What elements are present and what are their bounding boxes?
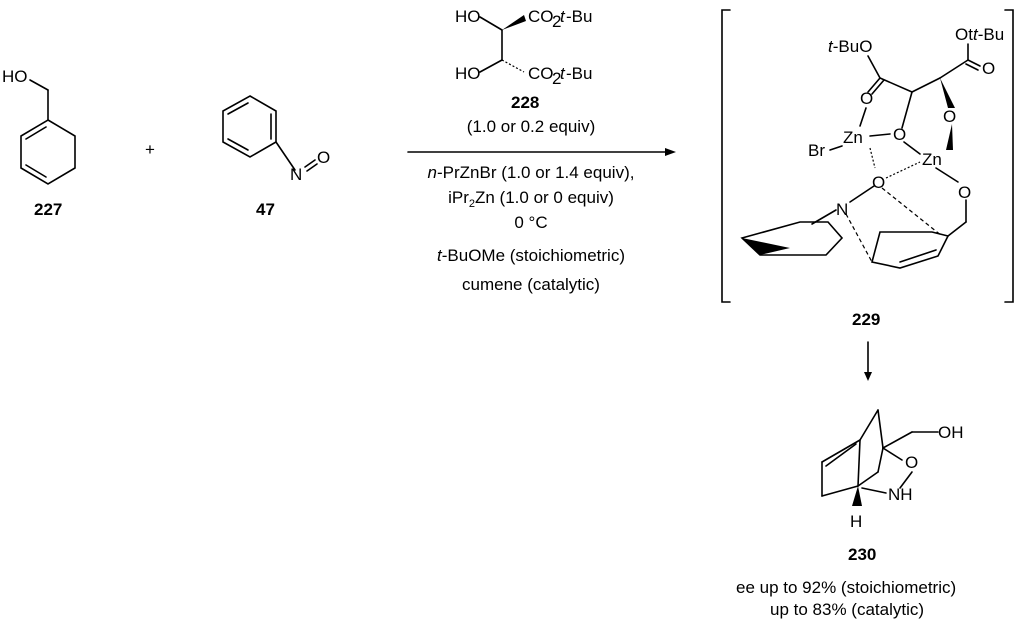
svg-text:H: H: [850, 512, 862, 531]
svg-text:Ott-Bu: Ott-Bu: [955, 25, 1004, 44]
svg-text:t-BuO: t-BuO: [828, 37, 872, 56]
svg-text:2: 2: [552, 69, 561, 88]
compound-47-structure: N O 47: [222, 95, 330, 219]
svg-text:iPr2Zn (1.0 or 0 equiv): iPr2Zn (1.0 or 0 equiv): [448, 188, 614, 210]
plus-sign: +: [145, 140, 155, 159]
hydroxyl-label: HO: [2, 67, 28, 86]
svg-text:t: t: [560, 64, 566, 83]
compound-229-label: 229: [852, 310, 880, 329]
svg-text:O: O: [958, 183, 971, 202]
compound-230-label: 230: [848, 545, 876, 564]
product-oh-label: OH: [938, 423, 964, 442]
svg-text:-Bu: -Bu: [566, 7, 592, 26]
transition-state-229: t-BuO Ott-Bu O O O O Br Zn Zn O N O: [721, 9, 1014, 329]
svg-text:N: N: [836, 200, 848, 219]
compound-227-structure: HO 227: [2, 67, 76, 219]
compound-47-label: 47: [256, 200, 275, 219]
compound-228-label: 228: [511, 93, 539, 112]
svg-text:t-BuOMe (stoichiometric): t-BuOMe (stoichiometric): [437, 246, 625, 265]
svg-text:2: 2: [552, 12, 561, 31]
nitroso-n-label: N: [290, 165, 302, 184]
svg-text:CO: CO: [528, 64, 554, 83]
svg-text:NH: NH: [888, 485, 913, 504]
svg-text:CO: CO: [528, 7, 554, 26]
svg-text:O: O: [943, 107, 956, 126]
ee-stoichiometric-text: ee up to 92% (stoichiometric): [736, 578, 956, 597]
nitroso-o-label: O: [317, 148, 330, 167]
svg-text:n-PrZnBr (1.0 or 1.4 equiv),: n-PrZnBr (1.0 or 1.4 equiv),: [428, 163, 635, 182]
equiv-228-text: (1.0 or 0.2 equiv): [467, 117, 596, 136]
svg-text:O: O: [905, 453, 918, 472]
svg-text:Br: Br: [808, 141, 825, 160]
ee-catalytic-text: up to 83% (catalytic): [770, 600, 924, 619]
compound-230-structure: OH O NH H 230: [821, 409, 964, 564]
cumene-text: cumene (catalytic): [462, 275, 600, 294]
svg-text:O: O: [872, 173, 885, 192]
svg-text:Zn: Zn: [843, 128, 863, 147]
reaction-conditions: (1.0 or 0.2 equiv) n-PrZnBr (1.0 or 1.4 …: [407, 117, 676, 294]
temperature-text: 0 °C: [514, 213, 547, 232]
svg-text:-Bu: -Bu: [566, 64, 592, 83]
svg-text:t: t: [560, 7, 566, 26]
svg-text:O: O: [860, 89, 873, 108]
tartrate-ho-bottom: HO: [455, 64, 481, 83]
compound-228-structure: HO CO 2 t -Bu HO CO 2 t -Bu 228: [455, 7, 592, 112]
svg-text:O: O: [893, 125, 906, 144]
svg-text:Zn: Zn: [922, 150, 942, 169]
svg-text:O: O: [982, 59, 995, 78]
tartrate-ho-top: HO: [455, 7, 481, 26]
compound-227-label: 227: [34, 200, 62, 219]
